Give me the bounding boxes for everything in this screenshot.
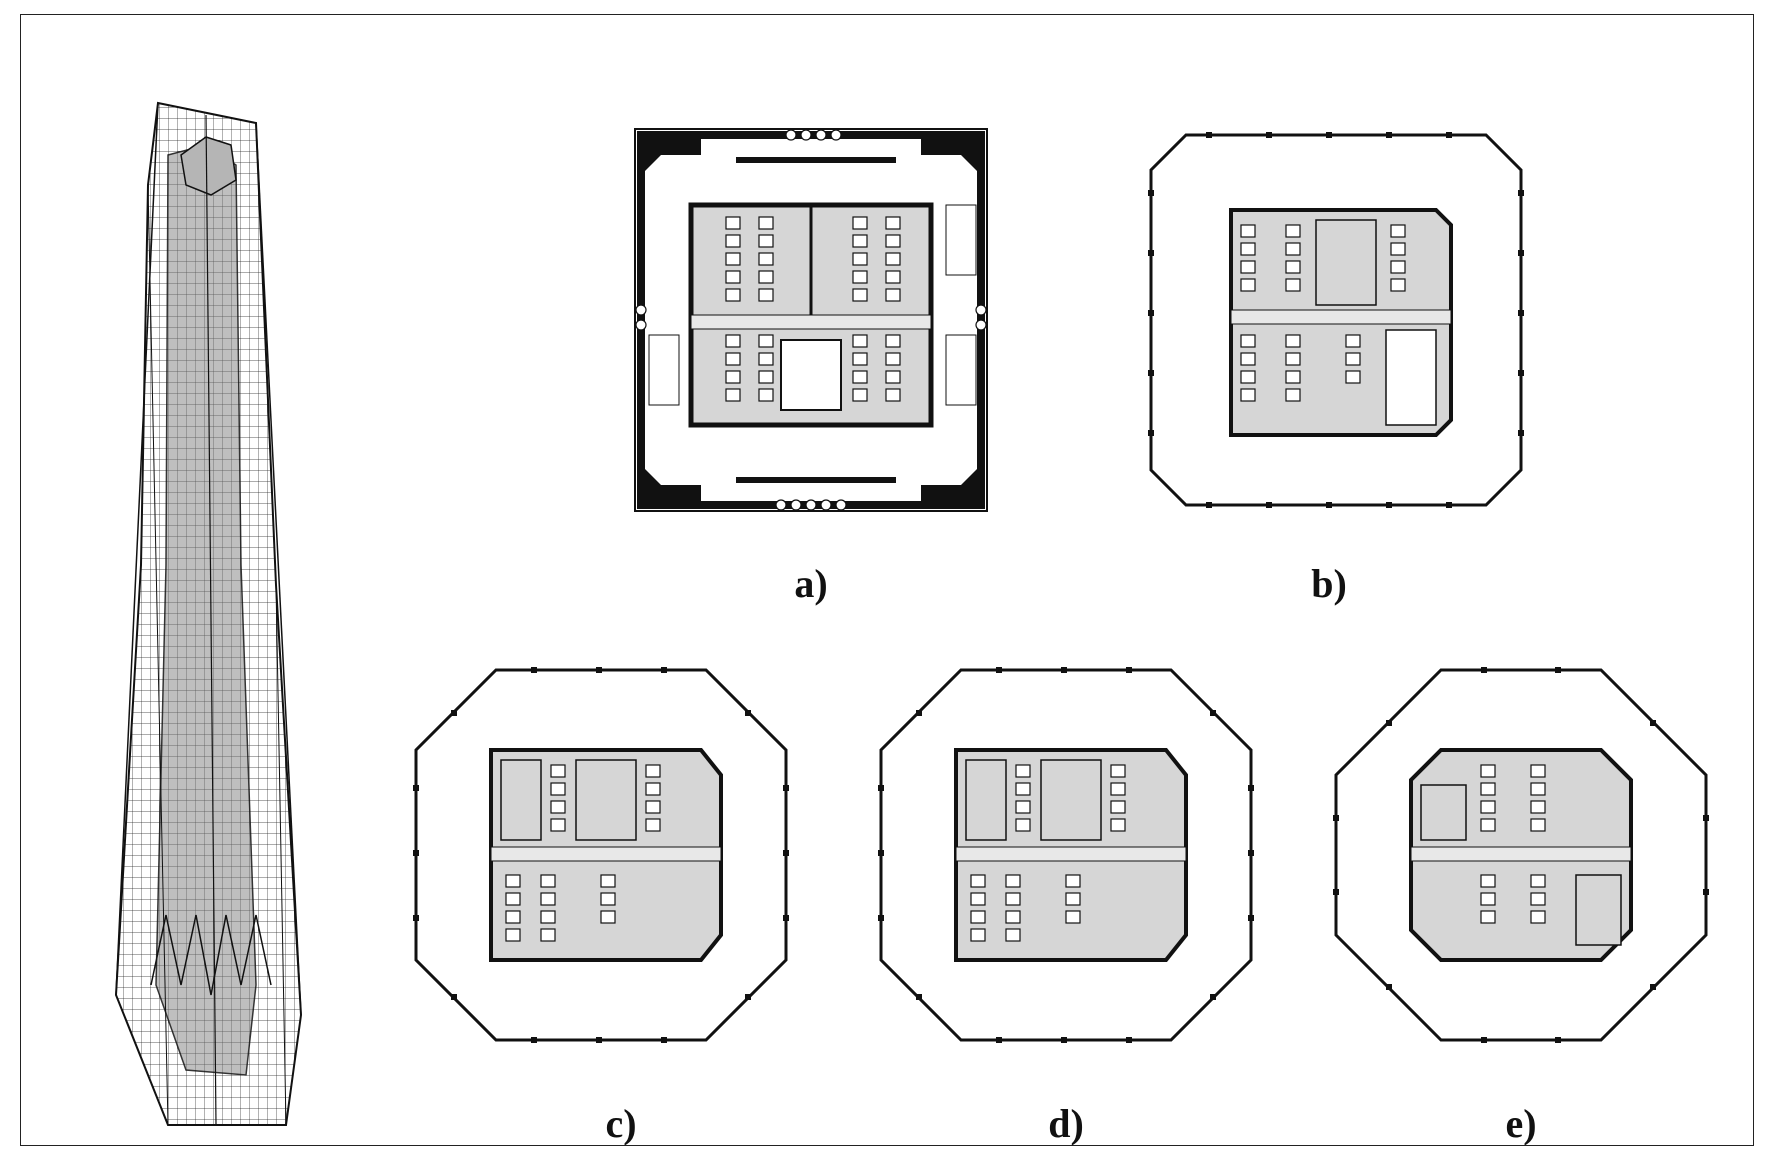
label-a: a) (794, 561, 828, 606)
floor-plan-b (1146, 130, 1526, 510)
label-b: b) (1311, 561, 1347, 606)
plan-b-drawing (1148, 132, 1524, 508)
floor-plan-a (631, 125, 991, 515)
floor-plan-e (1331, 665, 1711, 1045)
tower-drawing (114, 101, 303, 1126)
plan-d-drawing (878, 667, 1254, 1043)
label-c: c) (605, 1101, 637, 1146)
floor-plan-c (411, 665, 791, 1045)
plan-e-drawing (1333, 667, 1709, 1043)
plan-a-drawing (634, 128, 988, 512)
tower-axonometric (96, 85, 336, 1135)
label-e: e) (1505, 1101, 1537, 1146)
plan-c-drawing (413, 667, 789, 1043)
floor-plan-d (876, 665, 1256, 1045)
figure-frame: a) b) (20, 14, 1754, 1146)
label-d: d) (1048, 1101, 1084, 1146)
